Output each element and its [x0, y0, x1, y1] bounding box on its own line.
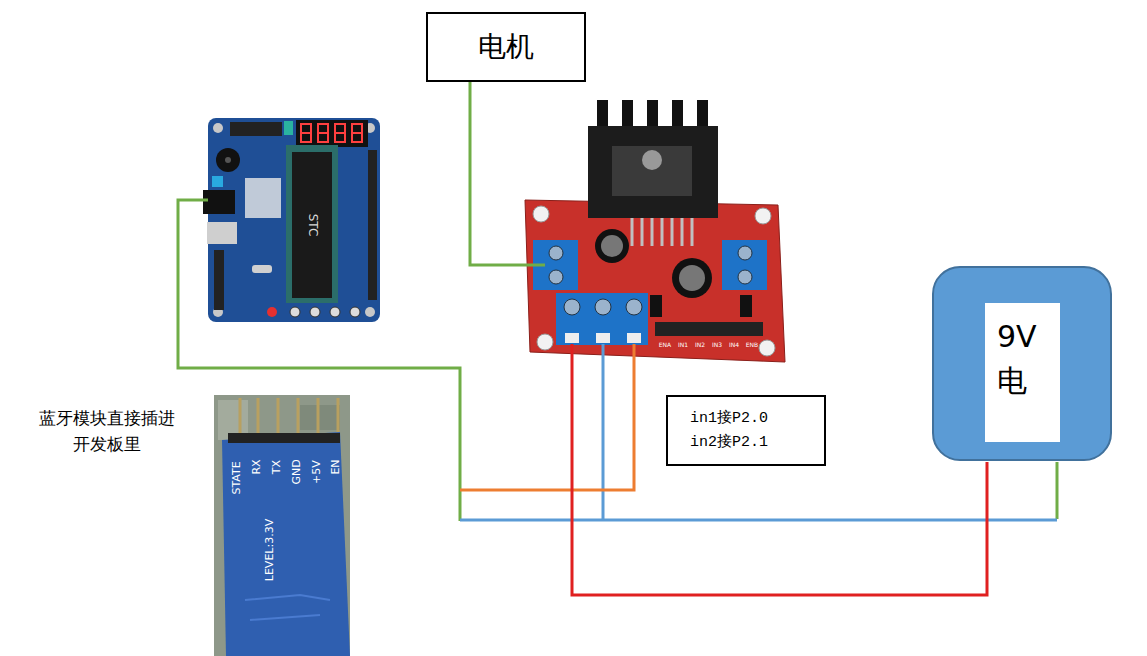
- crystal: [252, 265, 272, 273]
- buzzer-hole: [225, 157, 231, 163]
- pin-header: [230, 122, 282, 136]
- pin-label: EN: [330, 459, 342, 474]
- terminal-screw: [738, 270, 752, 284]
- pin-label: TX: [271, 460, 283, 474]
- motor-driver: [525, 100, 785, 362]
- node-text: 电机: [478, 30, 534, 64]
- pin-label: ENA: [659, 342, 671, 349]
- wires: [178, 82, 1057, 595]
- bluetooth-photo: [214, 395, 350, 656]
- terminal-screw: [738, 246, 752, 260]
- chip-marking: STC: [305, 214, 318, 237]
- heatsink-fin: [672, 100, 683, 130]
- heatsink: [588, 126, 718, 218]
- green-wire: [470, 82, 545, 265]
- driver-pcb: [525, 200, 785, 362]
- green-wire: [1056, 462, 1059, 519]
- pin-label: IN3: [712, 342, 722, 349]
- terminal-screw: [549, 270, 563, 284]
- board-pcb: [208, 118, 380, 322]
- pin-header: [214, 250, 224, 310]
- note-box: in1接P2.0 in2接P2.1: [666, 395, 826, 466]
- push-button: [310, 307, 320, 317]
- motor-box: 电机: [426, 12, 586, 82]
- capacitor: [595, 229, 629, 263]
- led-row: [245, 178, 281, 218]
- heatsink-fin: [597, 100, 608, 130]
- photo-ground: [214, 395, 350, 656]
- heatsink-fin: [647, 100, 658, 130]
- bluetooth-pcb: [222, 432, 350, 656]
- usb-port: [207, 222, 237, 244]
- chip-pins: [632, 218, 692, 246]
- terminal-hole: [565, 333, 579, 343]
- blue-wire: [602, 344, 605, 520]
- reset-button: [267, 307, 277, 317]
- terminal-block: [556, 293, 648, 345]
- terminal-block: [722, 240, 767, 290]
- pin-header: [655, 322, 763, 336]
- heatsink-fin: [697, 100, 708, 130]
- jumper: [650, 295, 662, 317]
- power-jack: [203, 190, 235, 214]
- mount-hole: [213, 123, 223, 133]
- pcb-trace: [245, 595, 330, 620]
- node-text: 9V 电: [997, 315, 1056, 403]
- screw: [642, 150, 662, 170]
- capacitor: [672, 258, 712, 298]
- digit-segment: [301, 124, 311, 142]
- pin-header: [368, 150, 377, 300]
- switch: [212, 176, 223, 187]
- seven-seg-display: [296, 120, 368, 147]
- pin-label: STATE: [231, 461, 243, 494]
- jumper: [740, 295, 752, 317]
- terminal-screw: [595, 299, 611, 315]
- capacitor-top: [679, 265, 705, 291]
- node-text: in1接P2.0 in2接P2.1: [690, 407, 802, 455]
- digit-segment: [352, 124, 362, 142]
- capacitor-top: [601, 235, 623, 257]
- orange-wire: [460, 344, 634, 490]
- push-button: [330, 307, 340, 317]
- mcu-chip: [292, 152, 332, 298]
- pin-label: RX: [251, 459, 263, 474]
- buzzer: [216, 148, 240, 172]
- green-wire: [178, 200, 460, 521]
- pin-label: IN4: [729, 342, 739, 349]
- battery: 9V 电: [932, 266, 1112, 461]
- terminal-hole: [596, 333, 610, 343]
- push-button: [290, 307, 300, 317]
- terminal-screw: [626, 299, 642, 315]
- dev-board: [203, 118, 380, 322]
- red-wire: [572, 344, 987, 595]
- pin-label: GND: [291, 459, 303, 484]
- terminal-hole: [627, 333, 641, 343]
- component: [284, 121, 293, 135]
- pin-header: [228, 433, 340, 443]
- push-button: [350, 307, 360, 317]
- photo-texture: [300, 405, 340, 430]
- mount-hole: [759, 340, 775, 356]
- mount-hole: [533, 206, 549, 222]
- digit-segment: [318, 124, 328, 142]
- mount-hole: [365, 307, 375, 317]
- note-text: 蓝牙模块直接插进 开发板里: [32, 406, 182, 457]
- pin-label: IN1: [678, 342, 688, 349]
- terminal-screw: [549, 246, 563, 260]
- terminal-screw: [564, 299, 580, 315]
- pin-label: ENB: [746, 342, 758, 349]
- battery-label-panel: 9V 电: [985, 303, 1060, 442]
- driver-chip: [612, 146, 692, 196]
- zif-socket: [286, 145, 338, 303]
- blue-wire: [460, 519, 1057, 522]
- pin-label: IN2: [695, 342, 705, 349]
- digit-segment: [335, 124, 345, 142]
- pin-label: +5V: [311, 460, 323, 484]
- pin-label: LEVEL:3.3V: [264, 519, 276, 581]
- heatsink-fin: [622, 100, 633, 130]
- mount-hole: [755, 208, 771, 224]
- mount-hole: [537, 334, 553, 350]
